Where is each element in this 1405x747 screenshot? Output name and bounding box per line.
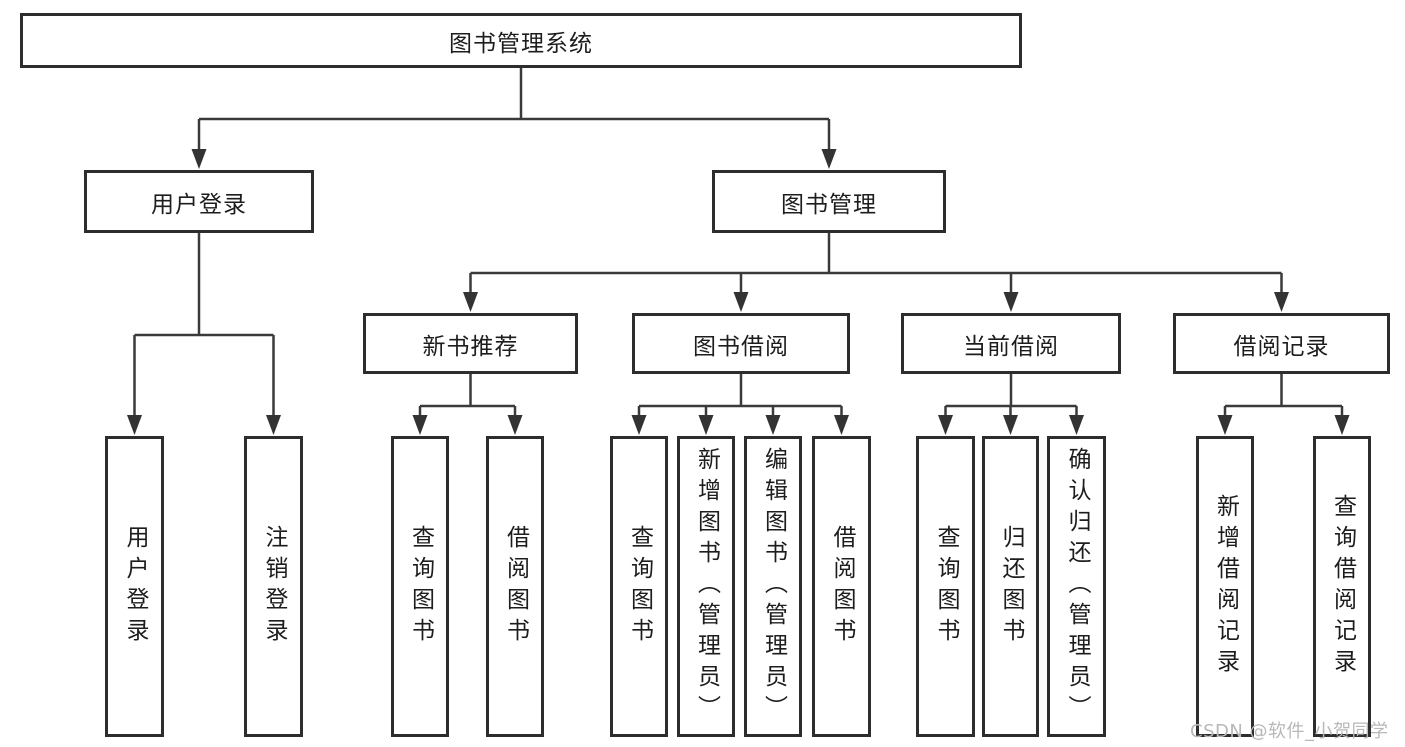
leaf-label: 注销登录 [261, 524, 287, 649]
connector-current-to-leaves [944, 374, 1078, 417]
node-current-borrow: 当前借阅 [901, 313, 1121, 374]
leaf-label: 用户登录 [122, 524, 148, 649]
node-book-management: 图书管理 [712, 170, 946, 233]
node-label: 图书管理 [781, 191, 877, 218]
node-library-management-system: 图书管理系统 [20, 13, 1022, 68]
arrowheads [127, 149, 1350, 435]
leaf-borrow-query-books: 查询图书 [610, 436, 668, 737]
node-label: 用户登录 [151, 191, 247, 218]
leaf-label: 查询图书 [933, 524, 959, 649]
node-borrow-records: 借阅记录 [1173, 313, 1390, 374]
leaf-newbooks-borrow-books: 借阅图书 [486, 436, 544, 737]
node-label: 新书推荐 [422, 333, 519, 360]
leaf-user-login: 用户登录 [105, 436, 164, 737]
connector-userlogin-to-leaves [133, 233, 275, 416]
leaf-label: 查询借阅记录 [1329, 493, 1356, 680]
connector-borrow-to-leaves [637, 374, 843, 417]
leaf-confirm-return-admin: 确认归还（管理员） [1047, 436, 1106, 737]
node-label: 借阅记录 [1233, 333, 1330, 360]
node-label: 当前借阅 [963, 333, 1059, 360]
watermark: CSDN @软件_小贺同学 [1190, 721, 1389, 742]
leaf-label: 归还图书 [998, 524, 1024, 649]
node-book-borrow: 图书借阅 [632, 313, 850, 374]
leaf-newbooks-query-books: 查询图书 [391, 436, 449, 737]
leaf-add-books-admin: 新增图书（管理员） [677, 436, 735, 737]
leaf-edit-books-admin: 编辑图书（管理员） [744, 436, 802, 737]
leaf-label: 确认归还（管理员） [1064, 447, 1090, 726]
leaf-label: 借阅图书 [502, 524, 529, 649]
connector-records-to-leaves [1223, 374, 1344, 417]
leaf-query-borrow-record: 查询借阅记录 [1313, 436, 1371, 737]
connector-root-to-level2 [197, 68, 831, 151]
node-user-login: 用户登录 [84, 170, 314, 233]
node-new-book-recommend: 新书推荐 [363, 313, 578, 374]
node-label: 图书借阅 [693, 333, 789, 360]
node-label: 图书管理系统 [449, 30, 593, 57]
connector-newbooks-to-leaves [418, 374, 517, 417]
leaf-label: 借阅图书 [829, 524, 855, 649]
leaf-label: 查询图书 [626, 524, 653, 649]
leaf-label: 新增借阅记录 [1212, 493, 1239, 680]
leaf-current-query-books: 查询图书 [916, 436, 975, 737]
leaf-label: 编辑图书（管理员） [760, 447, 787, 726]
leaf-logout: 注销登录 [244, 436, 303, 737]
leaf-label: 查询图书 [407, 524, 434, 649]
leaf-label: 新增图书（管理员） [693, 447, 720, 726]
leaf-borrow-books: 借阅图书 [812, 436, 871, 737]
connector-bookmgmt-to-level3 [469, 233, 1283, 293]
leaf-add-borrow-record: 新增借阅记录 [1196, 436, 1254, 737]
leaf-return-books: 归还图书 [982, 436, 1039, 737]
